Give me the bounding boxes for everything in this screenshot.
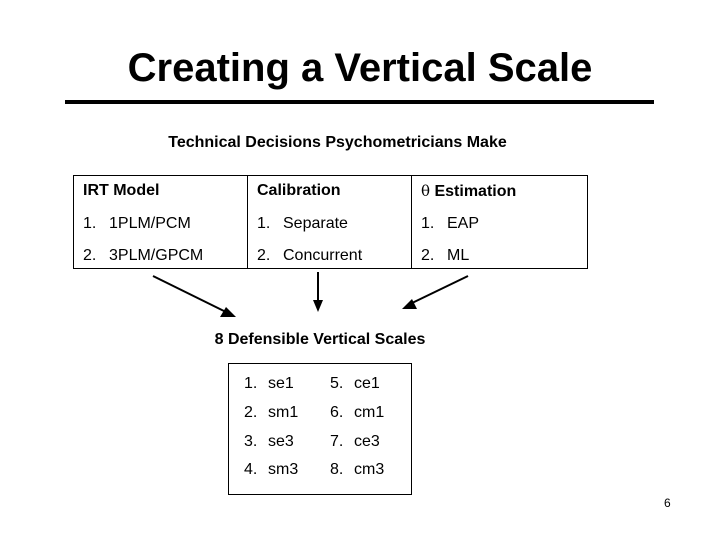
- option-number: 2.: [421, 247, 435, 264]
- list-item: 8. cm3: [330, 460, 384, 480]
- option-number: 1.: [421, 215, 435, 232]
- scale-number: 4.: [244, 461, 258, 478]
- scale-number: 2.: [244, 404, 258, 421]
- calibration-column: Calibration 1. Separate 2. Concurrent: [248, 176, 412, 268]
- option-item: 2. Concurrent: [257, 246, 362, 266]
- scale-code: sm1: [268, 404, 299, 421]
- left-arrow: [152, 275, 229, 314]
- list-item: 6. cm1: [330, 403, 384, 423]
- list-item: 2. sm1: [244, 403, 298, 423]
- list-item: 3. se3: [244, 432, 294, 452]
- option-item: 1. 1PLM/PCM: [83, 214, 191, 234]
- title-underline: [65, 100, 654, 104]
- scale-number: 7.: [330, 433, 344, 450]
- theta-symbol: θ: [421, 182, 431, 200]
- scale-code: cm3: [354, 461, 385, 478]
- scale-number: 5.: [330, 375, 344, 392]
- list-item: 1. se1: [244, 374, 294, 394]
- column-header-label: IRT Model: [83, 182, 160, 199]
- option-label: 3PLM/GPCM: [109, 247, 204, 264]
- slide-title: Creating a Vertical Scale: [127, 46, 593, 90]
- option-label: Separate: [283, 215, 348, 232]
- option-label: EAP: [447, 215, 480, 232]
- decisions-table: IRT Model 1. 1PLM/PCM 2. 3PLM/GPCM Calibra…: [73, 175, 588, 269]
- option-item: 1. Separate: [257, 214, 348, 234]
- option-number: 2.: [83, 247, 97, 264]
- irt-model-column: IRT Model 1. 1PLM/PCM 2. 3PLM/GPCM: [74, 176, 248, 268]
- option-label: ML: [447, 247, 470, 264]
- right-arrow: [409, 275, 469, 305]
- scale-code: se3: [268, 433, 294, 450]
- list-item: 7. ce3: [330, 432, 380, 452]
- list-item: 5. ce1: [330, 374, 380, 394]
- scale-number: 8.: [330, 461, 344, 478]
- scale-code: cm1: [354, 404, 385, 421]
- scale-code: ce3: [354, 433, 380, 450]
- page-number: 6: [664, 496, 671, 510]
- scale-number: 6.: [330, 404, 344, 421]
- theta-estimation-column: θ Estimation 1. EAP 2. ML: [412, 176, 587, 268]
- column-header: Calibration: [257, 181, 341, 201]
- list-item: 4. sm3: [244, 460, 298, 480]
- subtitle: Technical Decisions Psychometricians Mak…: [168, 134, 507, 151]
- column-header: IRT Model: [83, 181, 159, 201]
- column-header-label: Calibration: [257, 182, 341, 199]
- column-header: θ Estimation: [421, 181, 516, 202]
- scale-code: ce1: [354, 375, 380, 392]
- right-arrowhead: [402, 299, 417, 309]
- option-number: 1.: [83, 215, 97, 232]
- option-item: 2. ML: [421, 246, 469, 266]
- option-number: 2.: [257, 247, 271, 264]
- scale-code: se1: [268, 375, 294, 392]
- option-item: 2. 3PLM/GPCM: [83, 246, 203, 266]
- scale-number: 3.: [244, 433, 258, 450]
- defensible-scales-title: 8 Defensible Vertical Scales: [214, 331, 426, 348]
- option-number: 1.: [257, 215, 271, 232]
- option-label: 1PLM/PCM: [109, 215, 191, 232]
- left-arrowhead: [220, 307, 236, 317]
- scale-number: 1.: [244, 375, 258, 392]
- option-label: Concurrent: [283, 247, 363, 264]
- column-header-label: Estimation: [430, 183, 517, 200]
- vertical-scales-list: 1. se1 2. sm1 3. se3 4. sm3 5. ce1 6. cm1 7. ce…: [228, 363, 412, 495]
- center-arrowhead: [313, 300, 323, 312]
- scale-code: sm3: [268, 461, 299, 478]
- option-item: 1. EAP: [421, 214, 479, 234]
